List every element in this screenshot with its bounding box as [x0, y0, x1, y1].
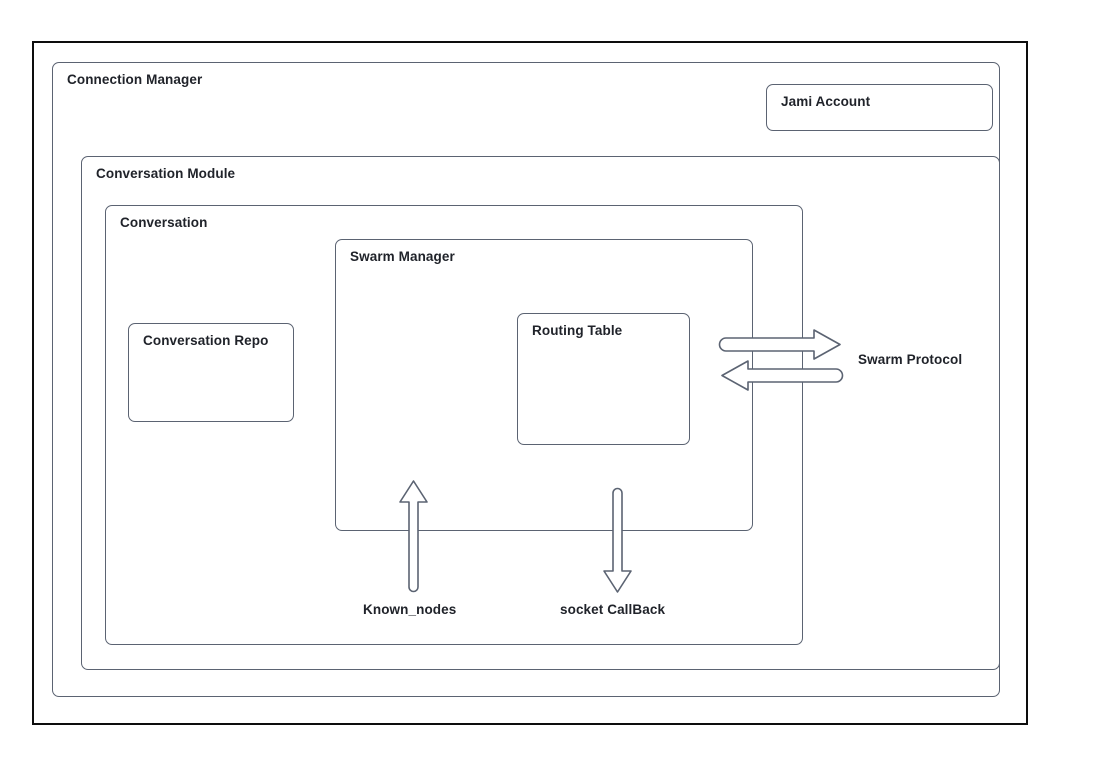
node-jami-account-label: Jami Account [781, 94, 871, 109]
label-swarm-protocol: Swarm Protocol [858, 352, 963, 367]
node-routing-table-label: Routing Table [532, 323, 623, 338]
container-connection-manager-label: Connection Manager [67, 72, 203, 87]
container-conversation-module-label: Conversation Module [96, 166, 236, 181]
node-conversation-repo[interactable]: Conversation Repo [128, 323, 294, 422]
node-jami-account[interactable]: Jami Account [766, 84, 993, 131]
node-conversation-repo-label: Conversation Repo [143, 333, 269, 348]
container-conversation-label: Conversation [120, 215, 208, 230]
node-routing-table[interactable]: Routing Table [517, 313, 690, 445]
container-swarm-manager-label: Swarm Manager [350, 249, 455, 264]
label-known-nodes: Known_nodes [363, 602, 457, 617]
label-socket-callback: socket CallBack [560, 602, 666, 617]
outer-frame [32, 41, 1028, 725]
